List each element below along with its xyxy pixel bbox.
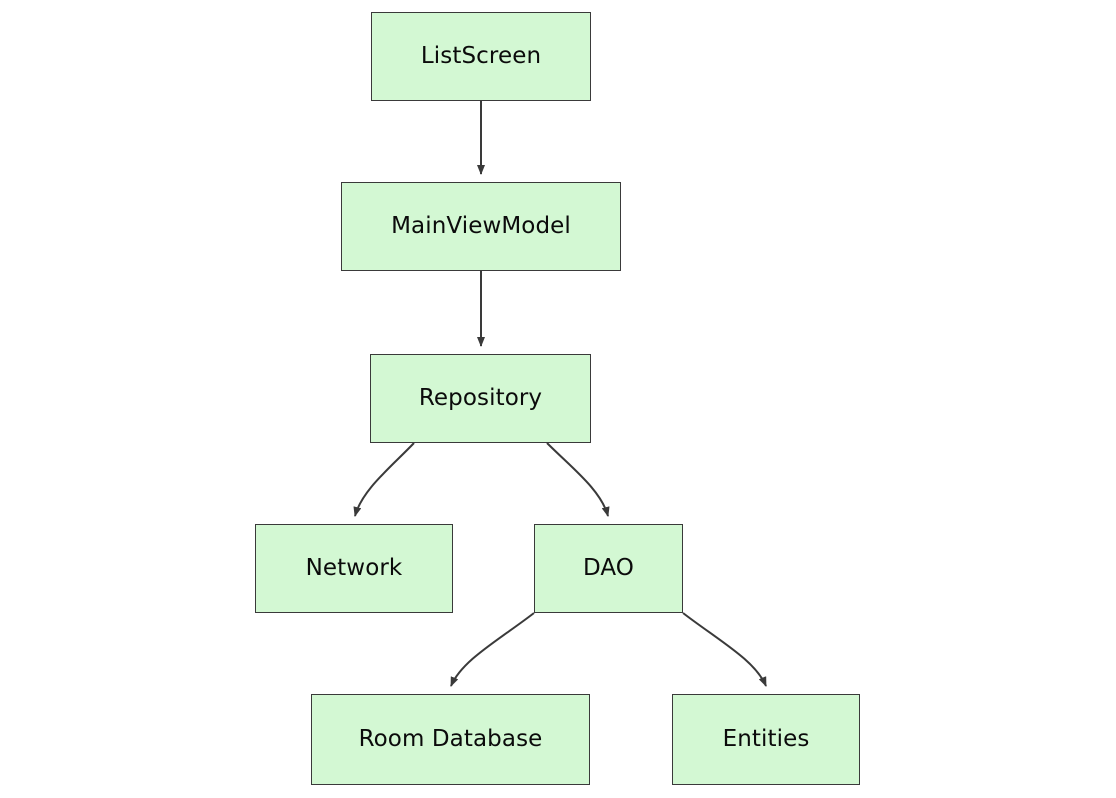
flow-node-label: DAO xyxy=(582,555,635,581)
edge-dao-entities xyxy=(682,612,767,687)
flow-node-label: MainViewModel xyxy=(391,213,571,239)
flow-node-label: Network xyxy=(305,555,403,581)
edge-repository-network xyxy=(353,442,415,517)
flow-node-listscreen[interactable]: ListScreen xyxy=(371,12,591,101)
edge-dao-roomdatabase xyxy=(450,612,535,687)
flow-node-entities[interactable]: Entities xyxy=(672,694,860,785)
flow-node-dao[interactable]: DAO xyxy=(534,524,683,613)
flow-node-label: Entities xyxy=(722,726,810,752)
flow-node-mainviewmodel[interactable]: MainViewModel xyxy=(341,182,621,271)
flow-node-label: ListScreen xyxy=(420,43,542,69)
edge-repository-dao xyxy=(546,442,610,517)
flow-node-roomdatabase[interactable]: Room Database xyxy=(311,694,590,785)
flow-node-label: Repository xyxy=(418,385,543,411)
flow-node-repository[interactable]: Repository xyxy=(370,354,591,443)
flow-node-network[interactable]: Network xyxy=(255,524,453,613)
flow-node-label: Room Database xyxy=(358,726,543,752)
